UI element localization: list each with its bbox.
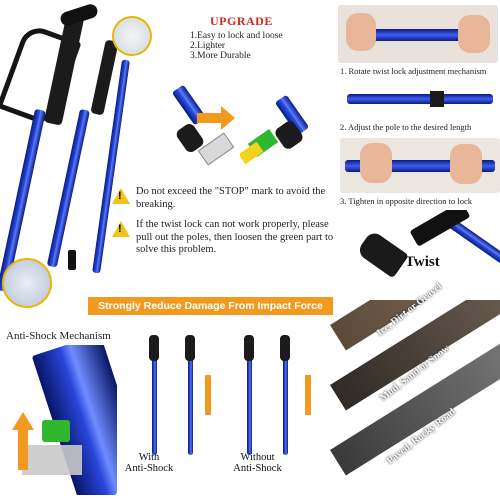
upgrade-item: 3.More Durable — [190, 51, 251, 61]
warning-stop-mark: Do not exceed the "STOP" mark to avoid t… — [112, 186, 340, 211]
without-anti-shock-label: Without Anti-Shock — [233, 452, 282, 474]
upgrade-item: 2.Lighter — [190, 41, 226, 51]
impact-banner-text: Strongly Reduce Damage From Impact Force — [98, 300, 323, 312]
without-anti-shock-poles — [235, 325, 310, 455]
step-1-photo — [338, 5, 498, 63]
impact-arrow-without — [305, 375, 311, 415]
warning-icon — [112, 221, 130, 237]
warning-twist-lock: If the twist lock can not work properly,… — [112, 219, 340, 257]
step-2-photo — [342, 80, 498, 120]
pole-2-grip — [90, 39, 119, 116]
new-lock-photo — [240, 75, 335, 170]
warning-icon — [112, 188, 130, 204]
step-3-text: 3. Tighten in opposite direction to lock — [340, 196, 472, 206]
twist-label: Twist — [405, 254, 440, 270]
step-3-photo — [340, 138, 500, 193]
impact-banner: Strongly Reduce Damage From Impact Force — [88, 297, 333, 315]
upgrade-arrow — [197, 113, 223, 123]
warning-text: If the twist lock can not work properly,… — [136, 219, 334, 255]
detail-bubble-bottom — [2, 258, 52, 308]
with-anti-shock-poles — [140, 325, 215, 455]
upgrade-item: 1.Easy to lock and loose — [190, 31, 283, 41]
upgrade-title: UPGRADE — [210, 14, 273, 28]
anti-shock-closeup — [2, 345, 117, 495]
step-2-text: 2. Adjust the pole to the desired length — [340, 122, 472, 132]
warning-text: Do not exceed the "STOP" mark to avoid t… — [136, 186, 326, 210]
terrain-panel — [330, 300, 500, 500]
with-anti-shock-label: With Anti-Shock — [124, 452, 174, 474]
step-1-text: 1. Rotate twist lock adjustment mechanis… — [340, 66, 487, 76]
upgrade-panel: UPGRADE 1.Easy to lock and loose 2.Light… — [190, 14, 320, 61]
poles-product-photo: LiteStrive — [0, 0, 175, 310]
detail-bubble-top — [112, 16, 152, 56]
impact-arrow-with — [205, 375, 211, 415]
upgrade-arrow-head — [221, 106, 235, 130]
pole-2-shaft — [46, 108, 90, 268]
pole-tip — [68, 250, 76, 270]
up-arrow-shaft — [18, 430, 28, 470]
up-arrow — [12, 412, 34, 430]
anti-shock-title: Anti-Shock Mechanism — [6, 330, 111, 342]
